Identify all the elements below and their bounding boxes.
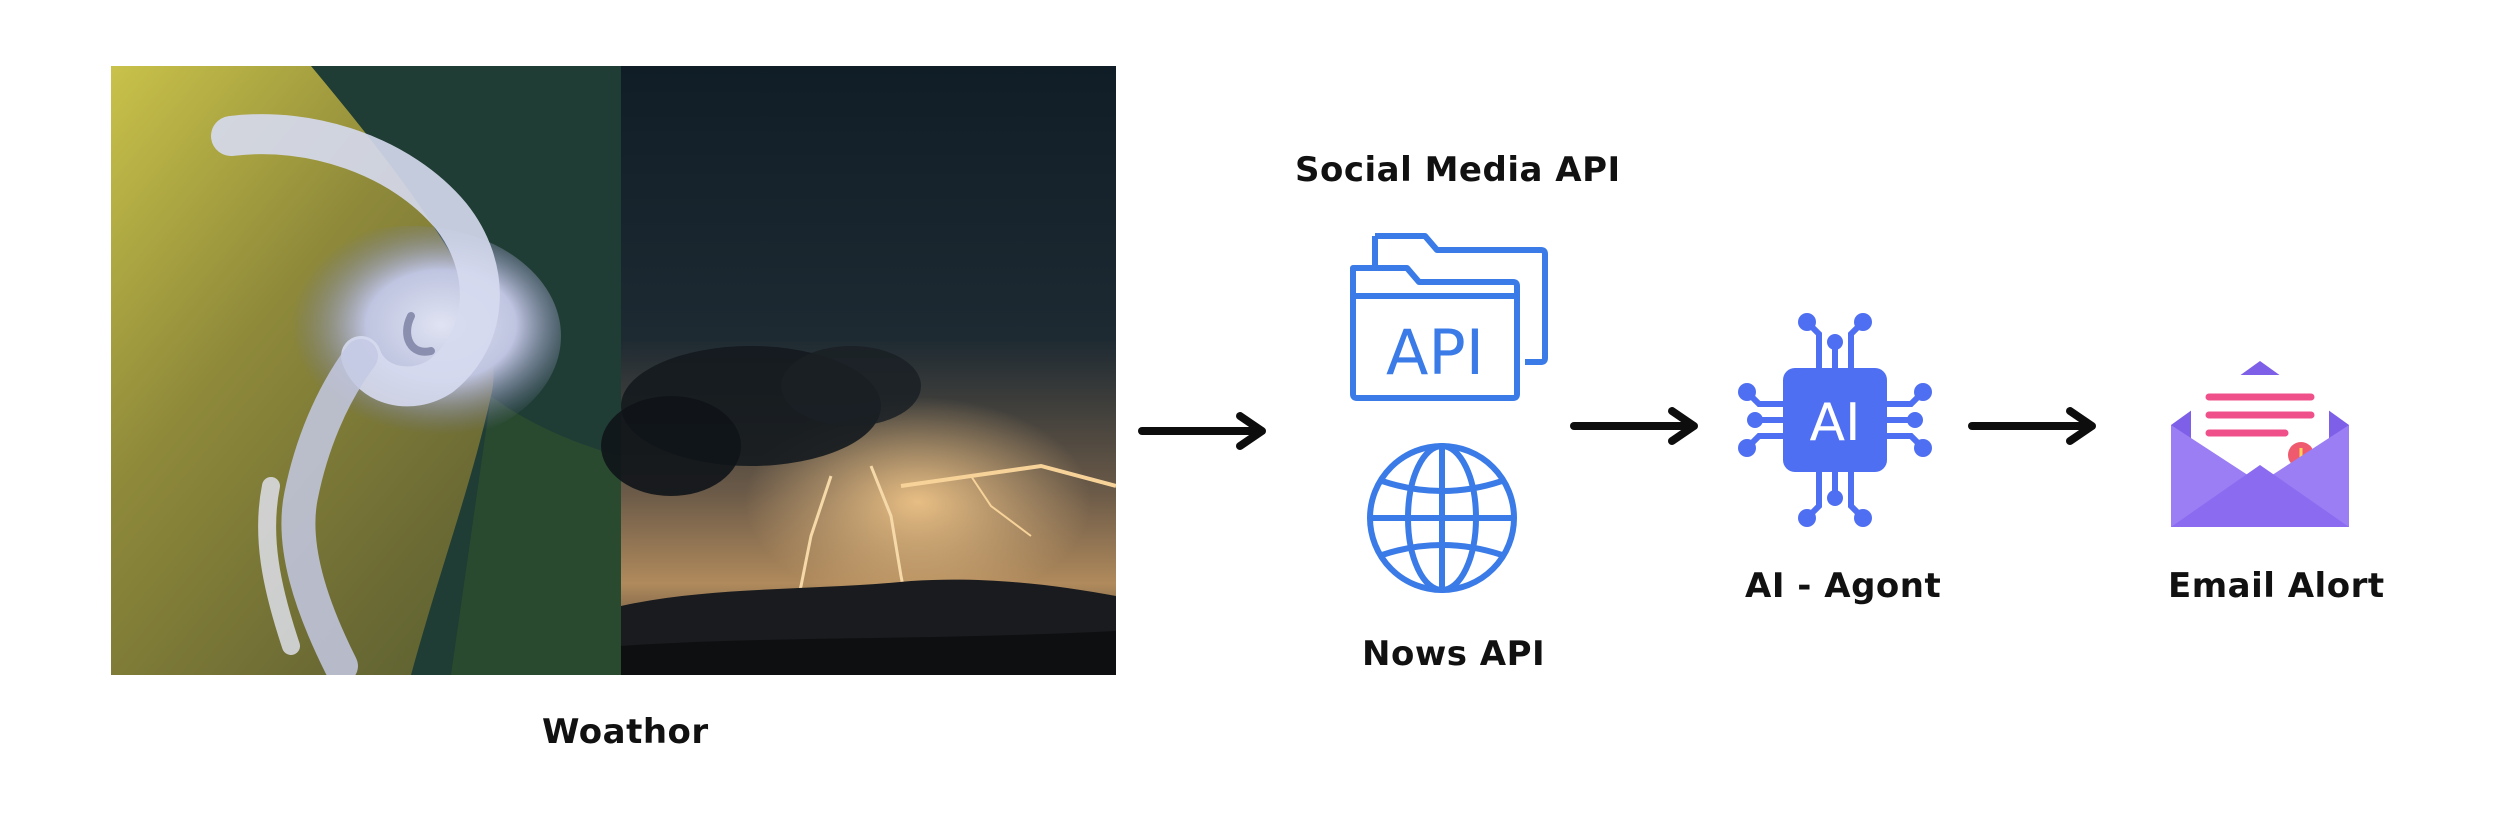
- news-api-label: Nows API: [1362, 634, 1546, 674]
- arrow-right-icon: [1570, 407, 1702, 445]
- ai-icon-text: AI: [1810, 393, 1861, 453]
- weather-label: Woathor: [542, 712, 709, 752]
- globe-icon: [1362, 443, 1522, 593]
- api-icon-text: API: [1386, 316, 1484, 389]
- arrow-right-icon: [1968, 407, 2100, 445]
- ai-agent-label: AI - Agont: [1745, 566, 1942, 606]
- social-media-api-label: Social Media API: [1295, 150, 1621, 190]
- ai-chip-icon: AI: [1735, 310, 1935, 530]
- api-folder-icon: API: [1345, 228, 1550, 403]
- weather-image-svg: [111, 66, 1116, 675]
- weather-image: [111, 66, 1116, 675]
- email-alert-icon: [2165, 355, 2355, 535]
- arrow-right-icon: [1138, 412, 1270, 450]
- email-alert-label: Email Alort: [2168, 566, 2385, 606]
